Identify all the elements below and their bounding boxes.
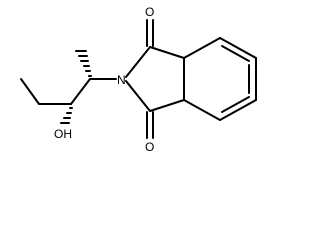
bond-c6-c7 xyxy=(219,99,257,121)
hashed-wedge-methyl xyxy=(75,50,92,77)
bond-n-c2 xyxy=(125,80,151,112)
bond-c2-c7a xyxy=(149,99,185,112)
bond-c7-c7a xyxy=(183,99,221,121)
hashed-wedge-hydroxyl xyxy=(60,107,73,124)
bond-cc-cd xyxy=(20,78,40,105)
oxygen-top-label: O xyxy=(145,5,154,19)
bond-c4-c5 xyxy=(219,37,257,59)
benzene-ring xyxy=(183,37,257,121)
imide-ring xyxy=(125,46,185,112)
bond-c4-c5-inner xyxy=(221,45,250,62)
hydroxyl-label: OH xyxy=(54,127,72,141)
bond-c1-c3a xyxy=(149,46,185,59)
bond-ca-cb xyxy=(70,78,91,105)
side-chain xyxy=(20,50,117,124)
molecule-structure: N O O OH xyxy=(20,5,257,154)
bond-c6-c7-inner xyxy=(221,96,250,113)
carbonyl-bonds xyxy=(146,19,154,139)
bond-n-c1 xyxy=(125,46,151,78)
nitrogen-label: N xyxy=(117,73,126,87)
bond-c3a-c4 xyxy=(183,37,221,59)
oxygen-bottom-label: O xyxy=(145,140,154,154)
